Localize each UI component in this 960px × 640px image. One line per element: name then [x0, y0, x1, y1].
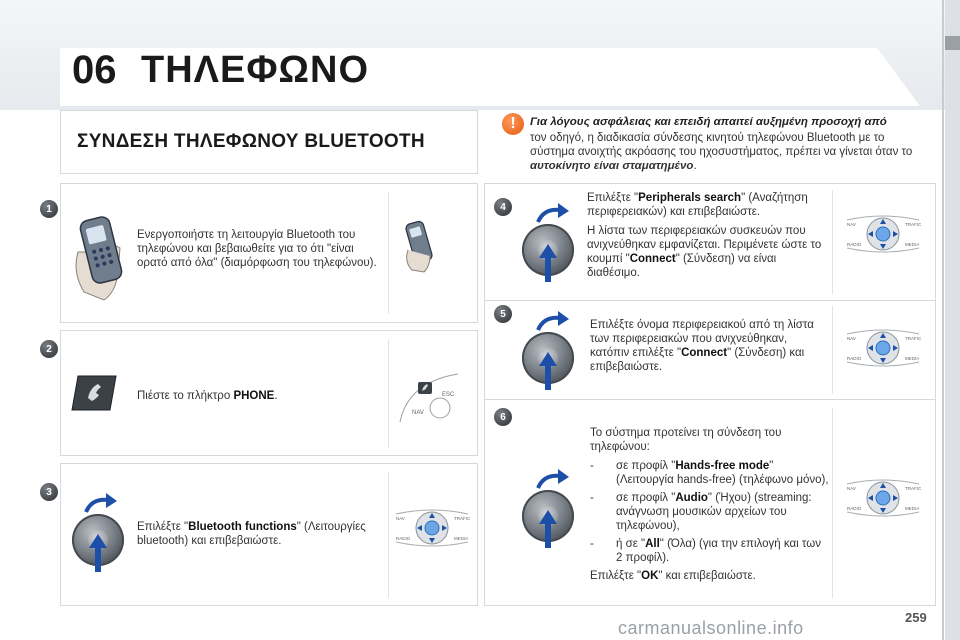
chapter-title: ΤΗΛΕΦΩΝΟ	[141, 49, 370, 91]
press-arrow-stem	[545, 360, 551, 390]
svg-text:RADIO: RADIO	[847, 506, 862, 511]
chapter-tab-marker	[945, 36, 960, 50]
control-panel-thumbnail: NAV TRAFIC RADIO MEDIA	[846, 479, 922, 517]
svg-text:MEDIA: MEDIA	[454, 536, 468, 541]
step-4-text: Επιλέξτε "Peripherals search" (Αναζήτηση…	[587, 192, 822, 279]
step-4-badge: 4	[494, 198, 512, 216]
step-3-badge: 3	[40, 483, 58, 501]
svg-text:MEDIA: MEDIA	[905, 506, 919, 511]
press-arrow-icon	[539, 352, 557, 366]
turn-arrow-icon	[536, 469, 569, 489]
step-1-divider	[388, 192, 389, 314]
step-1-badge: 1	[40, 200, 58, 218]
step-4-divider	[832, 190, 833, 294]
svg-text:NAV: NAV	[396, 516, 405, 521]
step-2-divider	[388, 340, 389, 448]
warning-title: Για λόγους ασφάλειας και επειδή απαιτεί …	[530, 116, 887, 128]
svg-text:TRAFIC: TRAFIC	[905, 486, 922, 491]
right-edge-line	[942, 0, 944, 640]
svg-text:RADIO: RADIO	[396, 536, 411, 541]
svg-text:MEDIA: MEDIA	[905, 242, 919, 247]
step-3-text: Επιλέξτε "Bluetooth functions" (Λειτουργ…	[137, 521, 366, 547]
step-2-panel	[60, 330, 478, 456]
step-2-text: Πιέστε το πλήκτρο PHONE.	[137, 390, 278, 402]
step-6-text: Το σύστημα προτείνει τη σύνδεση του τηλε…	[590, 427, 829, 582]
page-number: 259	[905, 610, 927, 625]
step-6-divider	[832, 408, 833, 598]
dashboard-panel-illustration: ESC NAV	[399, 373, 459, 423]
section-title-panel	[60, 110, 478, 174]
control-panel-thumbnail: NAV TRAFIC RADIO MEDIA	[395, 509, 471, 547]
svg-text:RADIO: RADIO	[847, 242, 862, 247]
control-panel-thumbnail: NAV TRAFIC RADIO MEDIA	[846, 215, 922, 253]
press-arrow-icon	[89, 534, 107, 548]
turn-arrow-icon	[536, 203, 569, 223]
press-arrow-stem	[95, 542, 101, 572]
control-panel-thumbnail: NAV TRAFIC RADIO MEDIA	[846, 329, 922, 367]
nav-label: NAV	[412, 410, 424, 416]
press-arrow-stem	[545, 252, 551, 282]
hand-phone-illustration	[75, 216, 123, 301]
warning-icon: !	[502, 113, 524, 135]
esc-label: ESC	[442, 392, 455, 398]
press-arrow-stem	[545, 518, 551, 548]
step-2-badge: 2	[40, 340, 58, 358]
step-5-divider	[832, 306, 833, 394]
svg-text:RADIO: RADIO	[847, 356, 862, 361]
svg-text:NAV: NAV	[847, 222, 856, 227]
header-tab	[60, 48, 920, 106]
chapter-number: 06	[72, 48, 117, 92]
watermark: carmanualsonline.info	[618, 618, 804, 638]
step-5-badge: 5	[494, 305, 512, 323]
svg-text:TRAFIC: TRAFIC	[905, 336, 922, 341]
turn-arrow-icon	[84, 493, 117, 513]
press-arrow-icon	[539, 244, 557, 258]
section-title: ΣΥΝΔΕΣΗ ΤΗΛΕΦΩΝΟΥ BLUETOOTH	[77, 131, 425, 152]
step-3-panel	[60, 463, 478, 606]
step-6-badge: 6	[494, 408, 512, 426]
right-edge-bar	[945, 0, 960, 640]
phone-small-illustration	[405, 220, 433, 273]
phone-key-icon[interactable]	[70, 374, 118, 412]
svg-text:NAV: NAV	[847, 336, 856, 341]
turn-arrow-icon	[536, 311, 569, 331]
warning-text: τον οδηγό, η διαδικασία σύνδεσης κινητού…	[530, 132, 913, 172]
svg-text:NAV: NAV	[847, 486, 856, 491]
svg-text:TRAFIC: TRAFIC	[454, 516, 471, 521]
svg-text:TRAFIC: TRAFIC	[905, 222, 922, 227]
press-arrow-icon	[539, 510, 557, 524]
svg-text:MEDIA: MEDIA	[905, 356, 919, 361]
step-1-text: Ενεργοποιήστε τη λειτουργία Bluetooth το…	[137, 229, 377, 269]
step-3-divider	[388, 472, 389, 598]
step-5-text: Επιλέξτε όνομα περιφερειακού από τη λίστ…	[590, 319, 814, 373]
